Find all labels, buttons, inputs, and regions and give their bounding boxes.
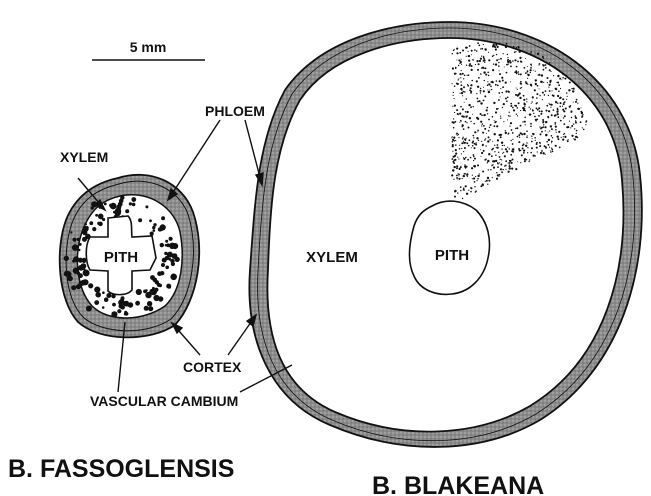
blakeana-cross-section: PITH XYLEM bbox=[249, 22, 641, 447]
blakeana-xylem-label: XYLEM bbox=[306, 249, 358, 266]
fassoglensis-xylem-label: XYLEM bbox=[60, 149, 108, 165]
vascular-cambium-label: VASCULAR CAMBIUM bbox=[90, 393, 238, 409]
blakeana-pith-label: PITH bbox=[435, 247, 469, 264]
scale-bar: 5 mm bbox=[92, 39, 205, 60]
phloem-label: PHLOEM bbox=[205, 103, 265, 119]
fassoglensis-pith-label: PITH bbox=[104, 249, 138, 266]
scale-bar-label: 5 mm bbox=[130, 39, 167, 55]
cortex-label: CORTEX bbox=[183, 359, 242, 375]
fassoglensis-cross-section: PITH bbox=[60, 175, 200, 338]
fassoglensis-title: B. FASSOGLENSIS bbox=[8, 455, 234, 483]
blakeana-title: B. BLAKEANA bbox=[372, 472, 544, 496]
